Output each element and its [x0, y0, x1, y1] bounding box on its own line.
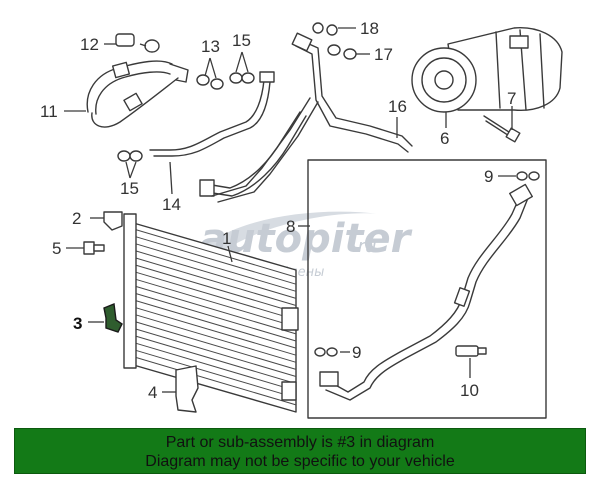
callout-13: 13 [201, 37, 220, 56]
callout-3: 3 [73, 314, 82, 333]
callout-15-left: 15 [120, 179, 139, 198]
callout-9-upper: 9 [484, 167, 493, 186]
bolt-7 [483, 115, 521, 143]
bracket-2 [103, 211, 123, 231]
condenser-fin-line [133, 228, 297, 278]
condenser-fin-line [133, 249, 297, 299]
callout-4: 4 [148, 383, 157, 402]
o-ring-12 [115, 33, 160, 53]
callout-8: 8 [286, 217, 295, 236]
mounting-bracket-4 [175, 365, 199, 413]
leader-lines [64, 27, 516, 393]
seal-pair-15-top [229, 72, 255, 84]
condenser-fin-line [133, 313, 297, 363]
callout-6: 6 [440, 129, 449, 148]
callout-15-top: 15 [232, 31, 251, 50]
condenser-fin-line [133, 356, 297, 406]
condenser-fin-line [133, 306, 297, 356]
seal-pair-9-lower [314, 347, 338, 357]
condenser-fin-line [133, 264, 297, 314]
condenser-fin-line [133, 235, 297, 285]
condenser-fin-line [133, 349, 297, 399]
callout-17: 17 [374, 45, 393, 64]
callout-12: 12 [80, 35, 99, 54]
assembly-frame-8 [307, 159, 547, 419]
condenser-fin-line [133, 285, 297, 335]
condenser-fin-line [133, 271, 297, 321]
condenser-fin-line [133, 328, 297, 377]
condenser-fins [133, 228, 297, 406]
callout-18: 18 [360, 19, 379, 38]
callout-11: 11 [40, 102, 58, 121]
compressor-6 [411, 27, 563, 113]
notice-line-1: Part or sub-assembly is #3 in diagram [165, 434, 435, 451]
condenser-fin-line [133, 320, 297, 370]
callout-9-lower: 9 [352, 343, 361, 362]
seal-pair-15-left [117, 150, 143, 162]
condenser-fin-line [133, 342, 297, 392]
condenser-fin-line [133, 299, 297, 349]
ac-line-16 [211, 32, 413, 203]
discharge-hose-8 [319, 183, 533, 401]
mount-bracket-3 [103, 303, 123, 333]
callout-10: 10 [460, 381, 479, 400]
callout-labels: 1 2 3 4 5 6 7 8 9 9 10 11 12 13 14 15 15… [40, 19, 516, 402]
condenser-fin-line [133, 335, 297, 385]
callout-5: 5 [52, 239, 61, 258]
hose-assembly-11 [86, 60, 189, 128]
callout-14: 14 [162, 195, 181, 214]
seal-pair-17 [327, 44, 357, 60]
watermark-tld: .ru [352, 236, 377, 257]
callout-2: 2 [72, 209, 81, 228]
seal-pair-9-upper [516, 171, 540, 181]
notice-line-2: Diagram may not be specific to your vehi… [145, 453, 455, 470]
seal-pair-13 [196, 74, 224, 90]
condenser-fin-line [133, 242, 297, 292]
condenser-fin-line [133, 292, 297, 342]
condenser-fin-line [133, 257, 297, 306]
pressure-switch-10 [455, 345, 487, 357]
seal-pair-18 [312, 22, 338, 36]
part-notice-banner: Part or sub-assembly is #3 in diagram Di… [14, 428, 586, 474]
callout-1: 1 [222, 229, 231, 248]
callout-16: 16 [388, 97, 407, 116]
condenser-fin-line [133, 278, 297, 328]
ac-line-14 [149, 71, 307, 197]
condenser-1 [123, 213, 299, 413]
callout-7: 7 [507, 89, 516, 108]
bolt-5 [83, 241, 105, 255]
